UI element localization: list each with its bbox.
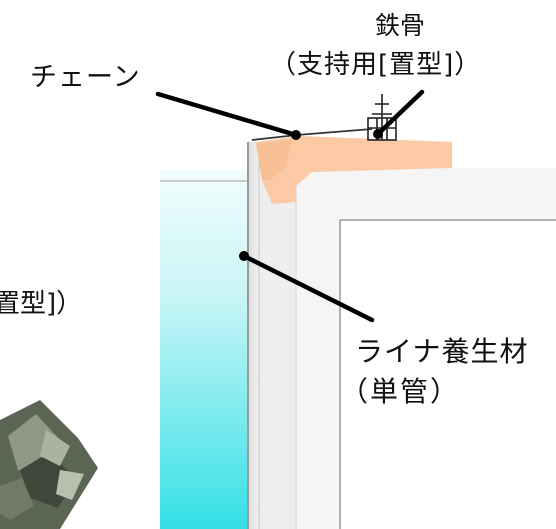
liner-label-line2: （単管） (340, 375, 461, 408)
chain-leader (155, 91, 299, 138)
liner-leader-dot (239, 251, 249, 261)
tank-cyan-fill (160, 170, 256, 529)
aerial-photo-fragment (0, 400, 98, 529)
steel-leader (375, 89, 425, 137)
liner-label-line1: ライナ養生材 (355, 335, 529, 368)
tank-wall (247, 142, 260, 529)
steel-beam-peach (256, 136, 452, 204)
steel-beam-peach-corner (256, 140, 292, 180)
steel-leader-dot (373, 129, 383, 139)
steel-label-line1: 鉄骨 (375, 11, 426, 40)
steel-label-line2: （支持用[置型]） (270, 50, 482, 80)
chain-label: チェーン (30, 62, 141, 93)
inner-white-area (340, 220, 556, 529)
liner-leader (241, 253, 375, 323)
chain-leader-dot (291, 130, 301, 140)
partial-left-label: 置型]） (0, 289, 83, 319)
